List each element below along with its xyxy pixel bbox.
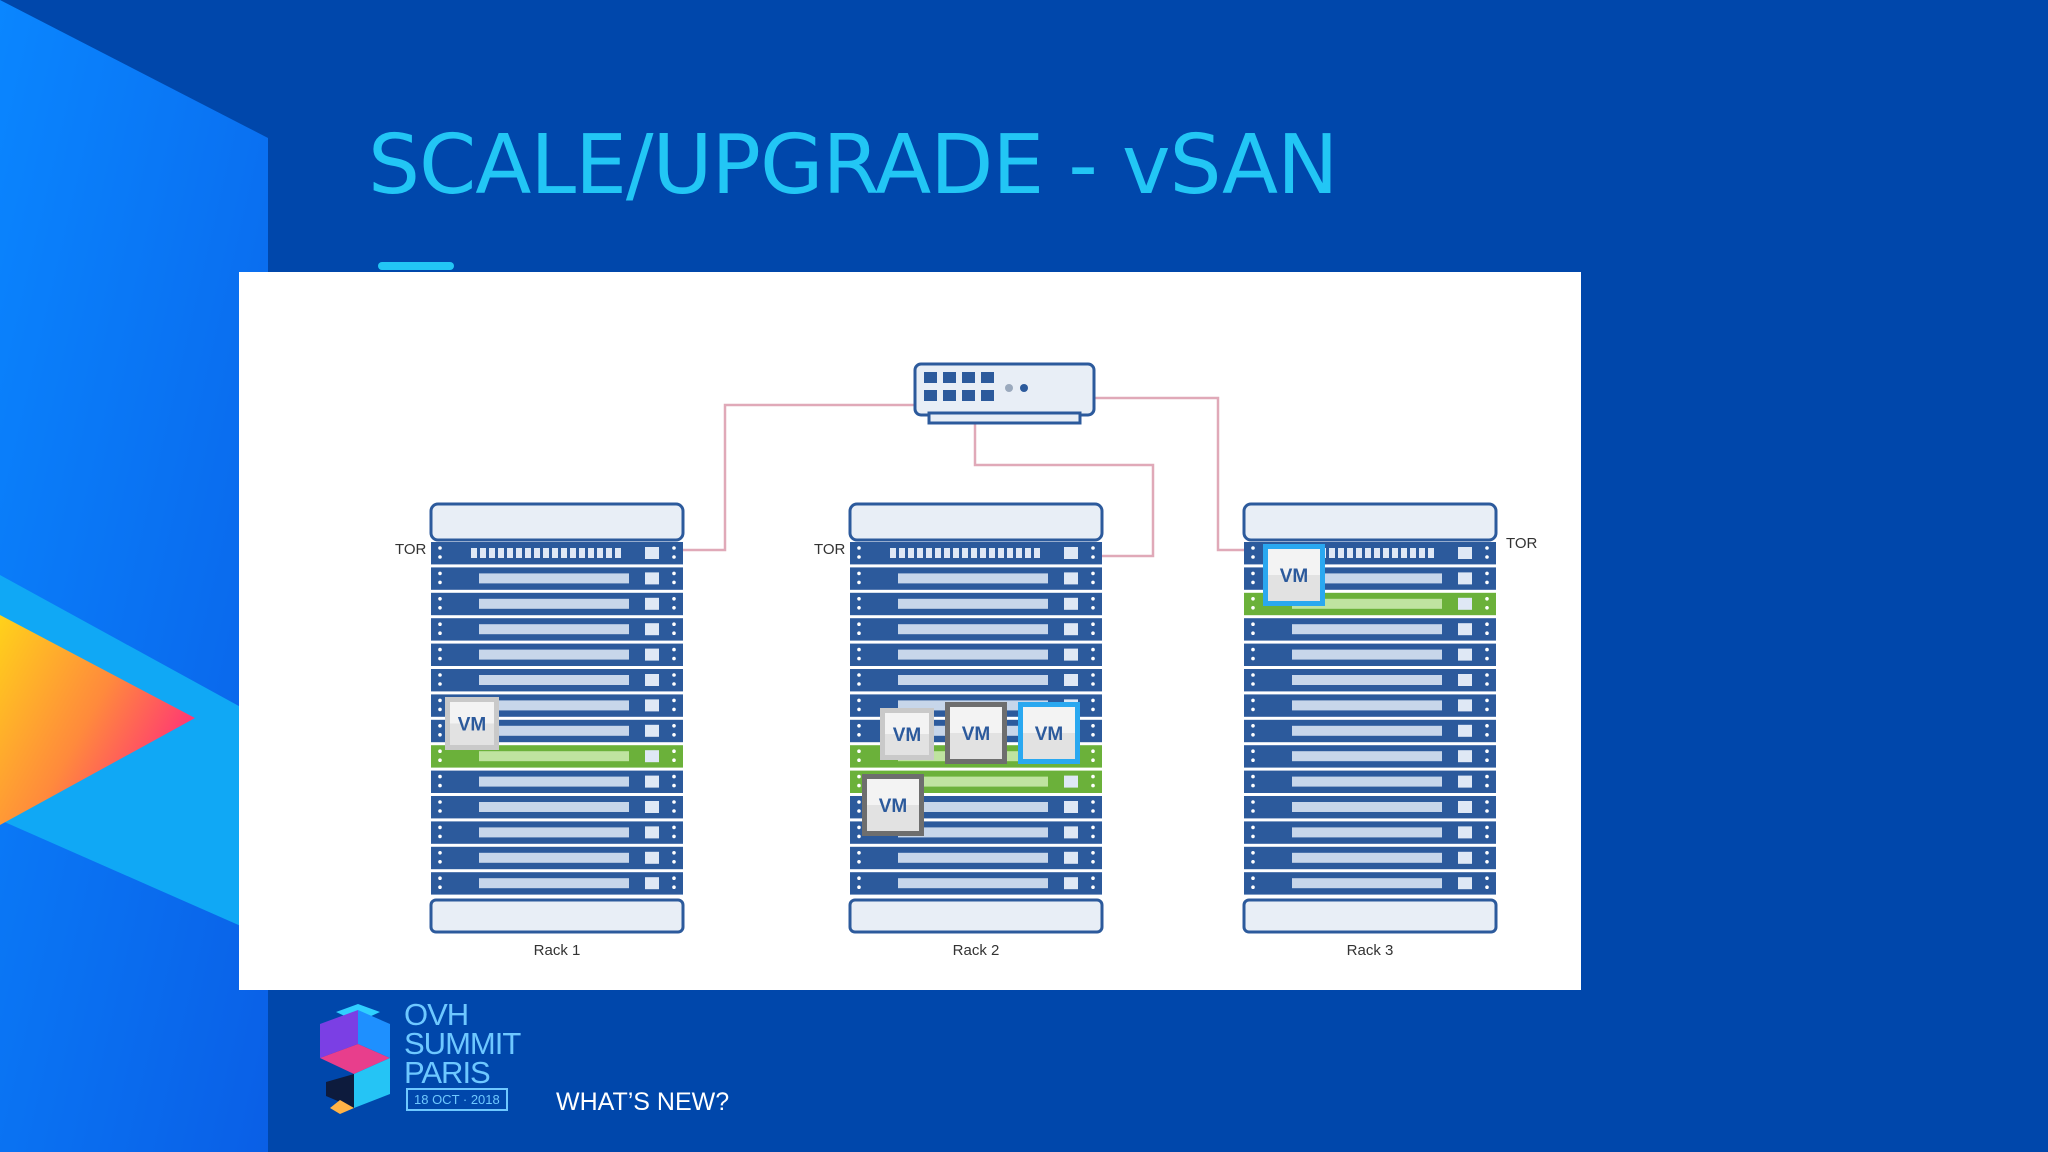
server-row [431, 821, 683, 844]
cable-line [973, 420, 1155, 558]
server-row [850, 846, 1102, 870]
vm-label: VM [962, 724, 991, 745]
logo-line-paris: PARIS [404, 1055, 491, 1090]
vm-label: VM [879, 796, 908, 817]
tor-label: TOR [1506, 535, 1538, 552]
cable-line [1094, 396, 1244, 552]
server-row [1244, 669, 1496, 692]
logo-line-ovh: OVH [404, 997, 469, 1032]
cable-line [683, 403, 915, 552]
vm-label: VM [1035, 724, 1064, 745]
server-row [850, 669, 1102, 692]
server-row [431, 567, 683, 590]
server-row [431, 669, 683, 692]
server-row [850, 643, 1102, 666]
vm-tile: VM [1263, 544, 1325, 606]
rack-1: Rack 1 TOR [395, 502, 685, 959]
rack-label: Rack 2 [953, 942, 1000, 959]
server-row [1244, 846, 1496, 870]
server-row [1244, 719, 1496, 743]
vm-tile: VM [1018, 702, 1080, 764]
server-row [431, 796, 683, 819]
whats-new-tagline: WHAT’S NEW? [556, 1088, 730, 1116]
server-row [850, 567, 1102, 590]
logo-date-badge: 18 OCT · 2018 [406, 1088, 508, 1111]
vm-tile: VM [880, 708, 934, 760]
server-row [1244, 745, 1496, 768]
server-row [850, 618, 1102, 641]
server-row-highlighted [431, 745, 683, 768]
server-row [431, 592, 683, 616]
server-row [431, 846, 683, 870]
gradient-triangle-shape [0, 615, 195, 825]
vm-label: VM [458, 715, 487, 736]
rack-3: Rack 3 TOR [1242, 502, 1538, 959]
tor-label: TOR [814, 541, 846, 558]
server-row [431, 542, 683, 565]
diagram-panel: Rack 1 TOR Rack 2 TOR Rack 3 TOR VM VM VM VM VM VM [239, 272, 1581, 990]
slide-title: SCALE/UPGRADE - vSAN [368, 118, 1338, 213]
server-row [431, 770, 683, 793]
rack-label: Rack 3 [1347, 942, 1394, 959]
server-row [1244, 770, 1496, 793]
rack-label: Rack 1 [534, 942, 581, 959]
server-row [1244, 872, 1496, 895]
server-row [850, 592, 1102, 616]
summit-logo-icon [320, 1004, 390, 1114]
vm-tile: VM [445, 697, 499, 750]
vm-tile: VM [862, 774, 924, 836]
ovh-summit-logo: OVH SUMMIT PARIS 18 OCT · 2018 [318, 999, 546, 1116]
network-switch-icon [913, 362, 1096, 425]
vsan-rack-diagram: Rack 1 TOR Rack 2 TOR Rack 3 TOR VM VM VM VM VM VM [395, 362, 1538, 959]
network-cables [683, 396, 1244, 558]
server-row [1244, 796, 1496, 819]
server-row [850, 872, 1102, 895]
logo-line-summit: SUMMIT [404, 1026, 521, 1061]
server-row [1244, 694, 1496, 717]
server-row [1244, 643, 1496, 666]
server-row [431, 618, 683, 641]
server-row [1244, 618, 1496, 641]
server-row [1244, 821, 1496, 844]
server-row [850, 542, 1102, 565]
title-underline [378, 262, 454, 270]
tor-label: TOR [395, 541, 427, 558]
server-row [431, 872, 683, 895]
vm-tile: VM [945, 702, 1007, 764]
vm-label: VM [1280, 566, 1309, 587]
server-row [431, 643, 683, 666]
vm-label: VM [893, 725, 922, 746]
left-accent-shape [0, 0, 268, 1152]
